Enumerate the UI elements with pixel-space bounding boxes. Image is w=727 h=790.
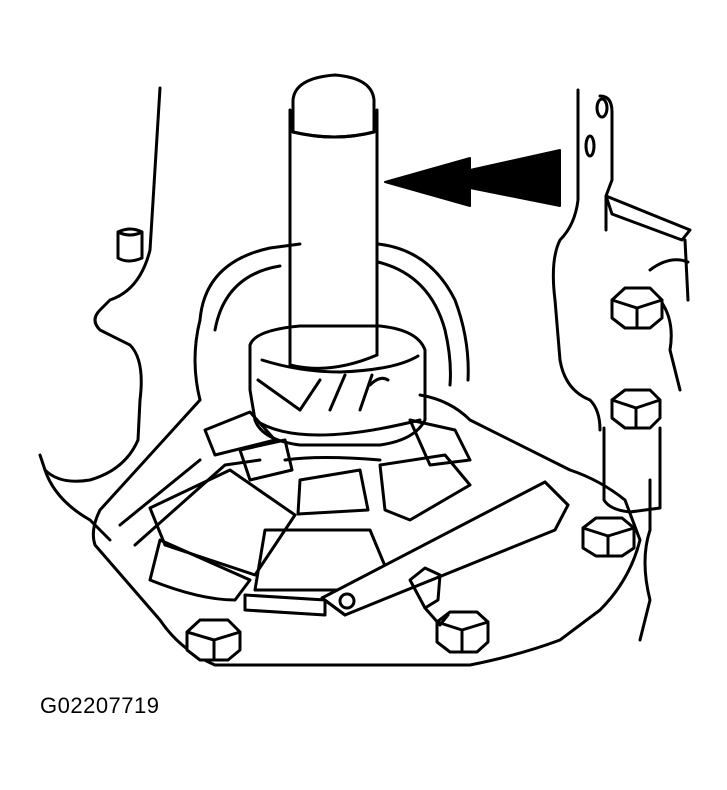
figure-id-label: G02207719	[40, 693, 160, 718]
bolt-mid-right	[602, 388, 662, 514]
case-cover	[91, 393, 642, 667]
housing-boss	[193, 242, 470, 402]
bolts	[185, 286, 664, 662]
cover-window-inner	[296, 468, 370, 516]
technical-illustration	[38, 73, 692, 667]
bolt-bottom-left	[185, 618, 242, 662]
bracket-plate	[604, 194, 692, 242]
bolt-top-right	[610, 286, 664, 330]
oil-seal	[248, 324, 427, 447]
cover-rib-left	[148, 538, 252, 602]
bolt-lower-right	[581, 516, 636, 558]
left-dowel-pin	[116, 227, 144, 263]
bolt-bottom-center	[435, 610, 490, 654]
direction-arrow	[384, 149, 561, 207]
left-housing-outline	[38, 86, 162, 542]
seal-installer-tool	[288, 73, 379, 370]
clamp-plate	[320, 480, 570, 627]
